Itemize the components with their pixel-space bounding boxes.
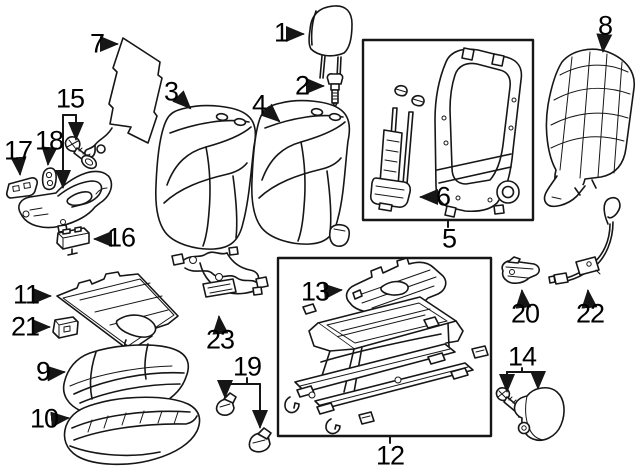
- part-label-13[interactable]: 13: [300, 276, 330, 307]
- part-label-3[interactable]: 3: [163, 76, 179, 107]
- seat-back-cover-left-drawing: [154, 104, 257, 250]
- switch-knob-drawing: [41, 167, 57, 191]
- seat-back-cover-right-drawing: [250, 99, 351, 247]
- part-label-4[interactable]: 4: [251, 89, 267, 120]
- part-label-14[interactable]: 14: [507, 341, 537, 372]
- seat-back-heater-drawing: [84, 37, 163, 161]
- wiring-clip-drawing: [52, 316, 79, 339]
- part-label-18[interactable]: 18: [34, 125, 64, 156]
- knob-bolt-drawing: [495, 387, 565, 441]
- part-label-10[interactable]: 10: [29, 403, 59, 434]
- track-callout-box: [276, 256, 493, 438]
- part-label-15[interactable]: 15: [55, 83, 85, 114]
- seat-switch-drawing: [56, 226, 90, 256]
- part-label-16[interactable]: 16: [106, 222, 136, 253]
- rear-harness-drawing: [548, 196, 621, 285]
- front-harness-drawing: [171, 246, 269, 298]
- part-label-9[interactable]: 9: [35, 356, 51, 387]
- part-label-22[interactable]: 22: [575, 298, 605, 329]
- seat-track-drawing: [284, 296, 489, 435]
- recliner-adjuster-drawing: [369, 84, 425, 212]
- part-label-19[interactable]: 19: [232, 351, 262, 382]
- part-label-5[interactable]: 5: [441, 223, 457, 254]
- part-label-7[interactable]: 7: [89, 28, 105, 59]
- cushion-heater-drawing: [56, 271, 179, 367]
- part-label-17[interactable]: 17: [3, 135, 33, 166]
- side-shield-drawing: [18, 170, 113, 233]
- headrest-bolt-drawing: [326, 73, 344, 108]
- seat-back-frame-drawing: [434, 47, 523, 218]
- part-label-12[interactable]: 12: [375, 440, 405, 471]
- leader-lines: [10, 26, 613, 429]
- part-label-2[interactable]: 2: [294, 70, 310, 101]
- end-cover-drawing: [501, 256, 540, 284]
- part-label-8[interactable]: 8: [597, 10, 613, 41]
- switch-bezel-drawing: [5, 177, 38, 199]
- part-label-11[interactable]: 11: [12, 279, 40, 310]
- part-label-23[interactable]: 23: [205, 324, 235, 355]
- seat-back-board-drawing: [543, 48, 635, 208]
- headrest-drawing: [308, 5, 353, 79]
- part-label-6[interactable]: 6: [435, 181, 451, 212]
- part-label-20[interactable]: 20: [510, 298, 540, 329]
- cushion-pad-drawing: [63, 396, 201, 466]
- part-label-21[interactable]: 21: [10, 311, 40, 342]
- part-label-1[interactable]: 1: [273, 17, 289, 48]
- clips-drawing: [215, 392, 272, 453]
